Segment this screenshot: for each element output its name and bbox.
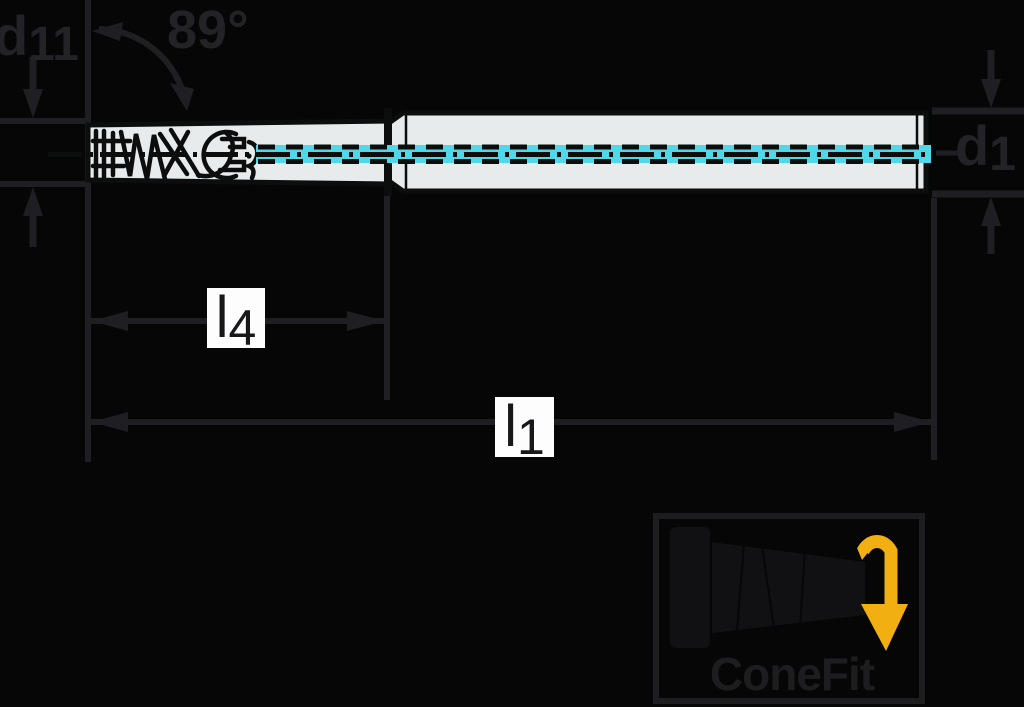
l4-left-arrow-icon	[91, 311, 128, 331]
d11-up-arrow-icon	[23, 187, 43, 216]
label-d1-subscript: 1	[989, 128, 1016, 181]
cone-icon	[670, 527, 865, 648]
conefit-logo	[653, 513, 925, 704]
dimension-lines	[0, 0, 1024, 462]
label-d11-base: d	[0, 4, 29, 67]
cone-facet-lines	[736, 543, 806, 632]
label-l4-base: l	[215, 285, 229, 350]
label-l1-subscript: 1	[517, 409, 545, 465]
rotation-arrow-head	[861, 604, 908, 651]
conefit-logo-border	[653, 513, 925, 704]
d11-down-arrow-icon	[23, 89, 43, 118]
cone-taper	[712, 542, 865, 633]
l1-right-arrow-icon	[894, 412, 931, 432]
d1-up-arrow-icon	[981, 197, 1001, 226]
label-d1-base: d	[955, 114, 990, 177]
label-l4-subscript: 4	[228, 300, 257, 356]
label-angle: 89°	[167, 0, 249, 60]
d1-down-arrow-icon	[981, 79, 1001, 108]
rotation-arrow-tail-tip	[857, 548, 870, 560]
cone-flange	[670, 527, 710, 648]
rotation-arrow-arc	[857, 535, 898, 606]
l1-left-arrow-icon	[91, 412, 128, 432]
l4-right-arrow-icon	[347, 311, 384, 331]
label-l1-base: l	[504, 394, 518, 459]
angle-arc-left-arrow-icon	[92, 22, 123, 41]
angle-arc-down-arrow-icon	[170, 83, 194, 111]
label-d11-subscript: 11	[28, 18, 79, 71]
rotation-arrow-icon	[857, 535, 908, 651]
conefit-logo-text: ConeFit	[709, 648, 875, 700]
tool-drawing	[48, 108, 933, 196]
